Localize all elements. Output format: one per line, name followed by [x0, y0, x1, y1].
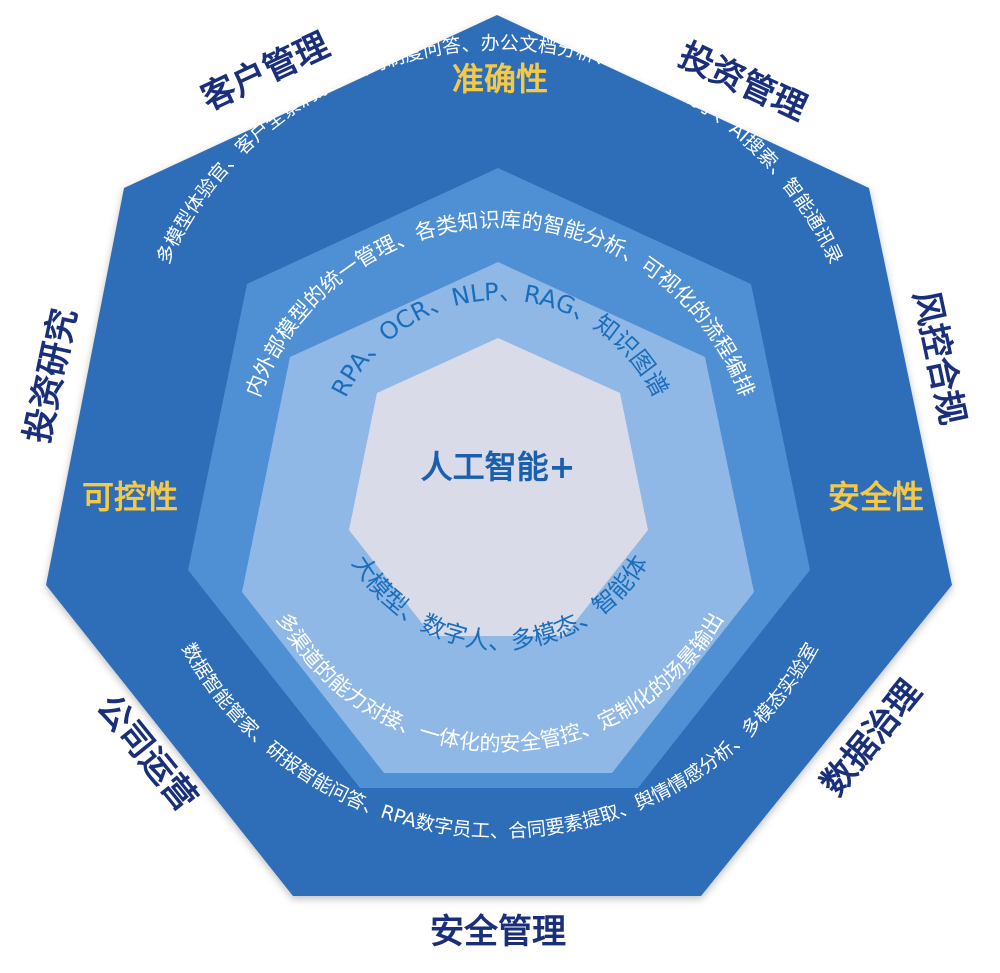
outer-label-left: 投资研究	[18, 305, 85, 446]
outer-label-right: 风控合规	[905, 287, 972, 428]
property-top: 准确性	[452, 60, 548, 98]
property-right: 安全性	[828, 478, 924, 516]
outer-label-bottom: 安全管理	[430, 912, 566, 952]
property-left: 可控性	[82, 478, 178, 516]
center-heptagon	[349, 338, 648, 636]
center-label: 人工智能+	[421, 448, 576, 486]
